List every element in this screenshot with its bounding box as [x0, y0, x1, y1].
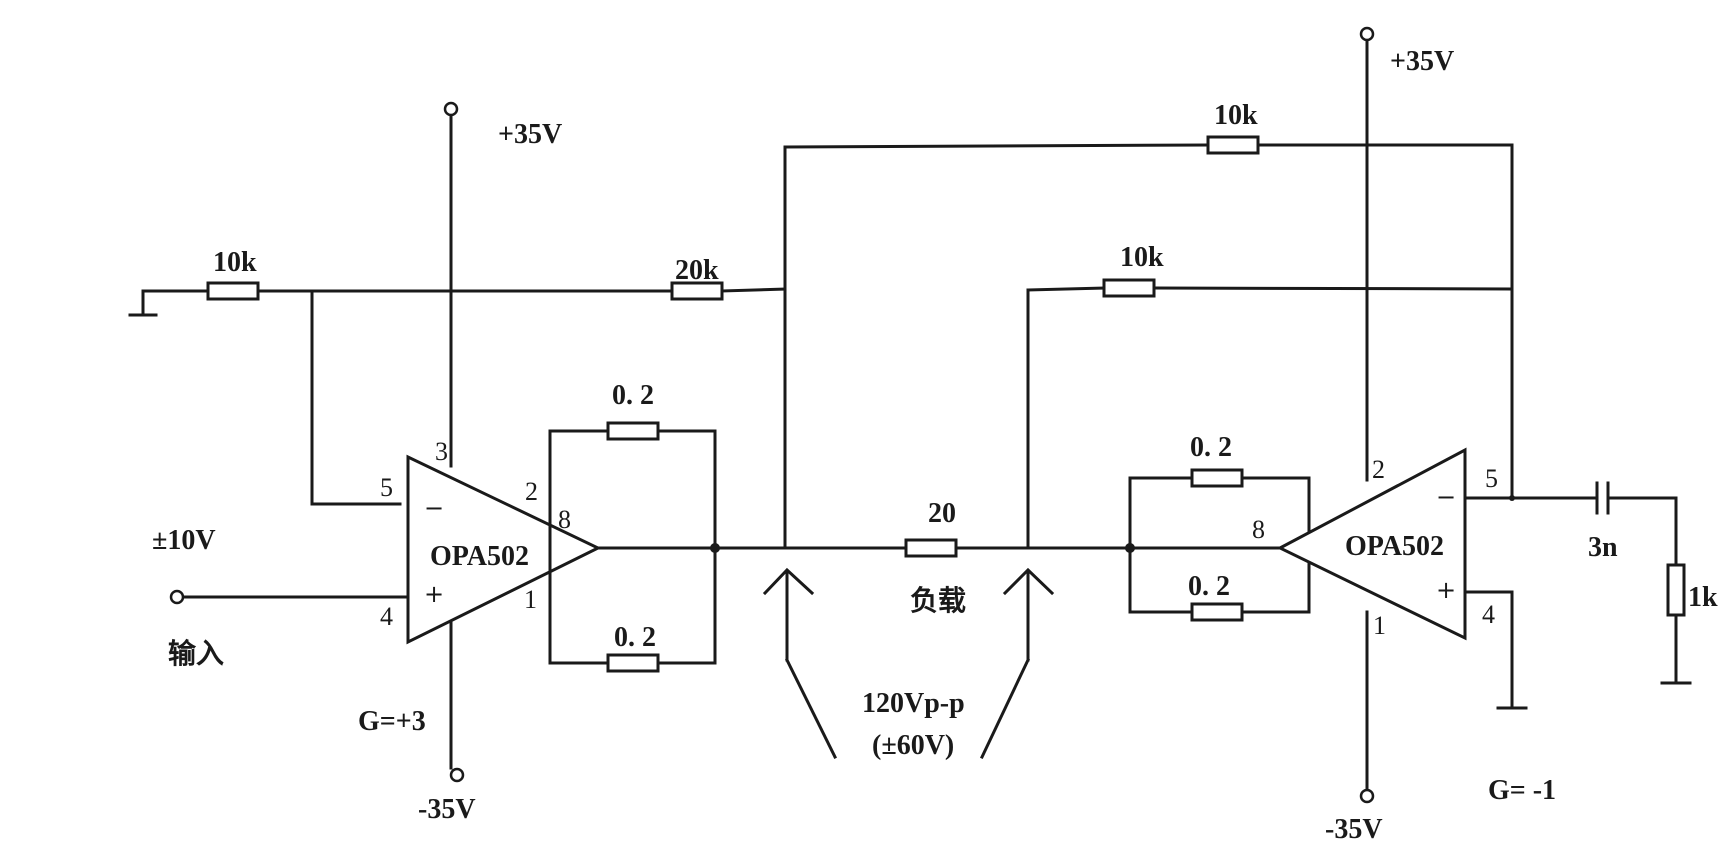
- label-r-fb-left: 20k: [675, 255, 719, 286]
- opamp-left-noninv-sign: +: [424, 580, 444, 608]
- label-r-in: 10k: [213, 247, 257, 278]
- input-terminal: [169, 589, 410, 605]
- pin-left-8: 8: [558, 505, 571, 534]
- label-r-snubber: 1k: [1688, 582, 1718, 613]
- resistor-r-sense-left-bottom: [606, 653, 660, 673]
- wire-top-left: [141, 287, 787, 506]
- capacitor-c-snubber: [1595, 481, 1610, 515]
- label-swing: 120Vp-p: [862, 688, 965, 719]
- pin-left-2: 2: [525, 477, 538, 506]
- resistor-r-sense-left-top: [606, 421, 660, 441]
- label-load: 负载: [910, 584, 966, 617]
- label-supply-pos-left: +35V: [498, 119, 562, 150]
- pin-right-5: 5: [1485, 464, 1498, 493]
- opamp-left-inv-sign: −: [424, 494, 444, 522]
- pin-left-3: 3: [435, 437, 448, 466]
- resistor-r-in: [206, 281, 260, 301]
- label-r-sense-left-top: 0. 2: [612, 380, 654, 411]
- pin-right-1: 1: [1373, 611, 1386, 640]
- junction-left-output: [710, 543, 720, 553]
- label-r-load: 20: [928, 498, 956, 529]
- label-gain-left: G=+3: [358, 706, 426, 737]
- arrow-swing-right: [980, 567, 1055, 759]
- resistor-r-sense-right-bottom: [1190, 602, 1244, 622]
- resistor-r-snubber: [1666, 563, 1686, 617]
- pin-right-8: 8: [1252, 515, 1265, 544]
- pin-left-5: 5: [380, 473, 393, 502]
- label-gain-right: G= -1: [1488, 775, 1556, 806]
- label-input-voltage: ±10V: [152, 525, 216, 556]
- supply-rail-right: [1359, 26, 1375, 804]
- pin-left-1: 1: [524, 585, 537, 614]
- pin-right-2: 2: [1372, 455, 1385, 484]
- ground-symbol-left: [128, 289, 158, 317]
- label-r-sense-right-bottom: 0. 2: [1188, 571, 1230, 602]
- junction-right-output: [1125, 543, 1135, 553]
- opamp-right-noninv-sign: +: [1436, 576, 1456, 604]
- label-swing-peak: (±60V): [872, 730, 954, 761]
- label-r-fb-top: 10k: [1214, 100, 1258, 131]
- resistor-r-load: [904, 538, 958, 558]
- label-r-fb-mid: 10k: [1120, 242, 1164, 273]
- label-r-sense-right-top: 0. 2: [1190, 432, 1232, 463]
- wire-right-inputs: [1463, 496, 1599, 710]
- opamp-right-inv-sign: −: [1436, 483, 1456, 511]
- wire-snubber: [1606, 496, 1692, 685]
- label-input: 输入: [168, 637, 224, 670]
- pin-left-4: 4: [380, 602, 393, 631]
- opamp-left-name: OPA502: [430, 541, 529, 572]
- opamp-right: [1276, 447, 1467, 641]
- label-c-snubber: 3n: [1588, 532, 1618, 563]
- resistor-r-fb-top: [1206, 135, 1260, 155]
- label-supply-pos-right: +35V: [1390, 46, 1454, 77]
- resistor-r-fb-mid: [1102, 278, 1156, 298]
- resistor-r-sense-right-top: [1190, 468, 1244, 488]
- opamp-left: [406, 454, 602, 645]
- wire-feedback-mid: [1026, 286, 1514, 550]
- pin-right-4: 4: [1482, 600, 1495, 629]
- label-supply-neg-right: -35V: [1325, 814, 1383, 841]
- resistor-r-fb-left: [670, 281, 724, 301]
- arrow-swing-left: [762, 567, 838, 760]
- label-supply-neg-left: -35V: [418, 794, 476, 825]
- wire-feedback-top: [783, 143, 1514, 550]
- supply-rail-left: [443, 101, 465, 783]
- opamp-right-name: OPA502: [1345, 531, 1444, 562]
- label-r-sense-left-bottom: 0. 2: [614, 622, 656, 653]
- junction-right-inv: [1509, 495, 1515, 501]
